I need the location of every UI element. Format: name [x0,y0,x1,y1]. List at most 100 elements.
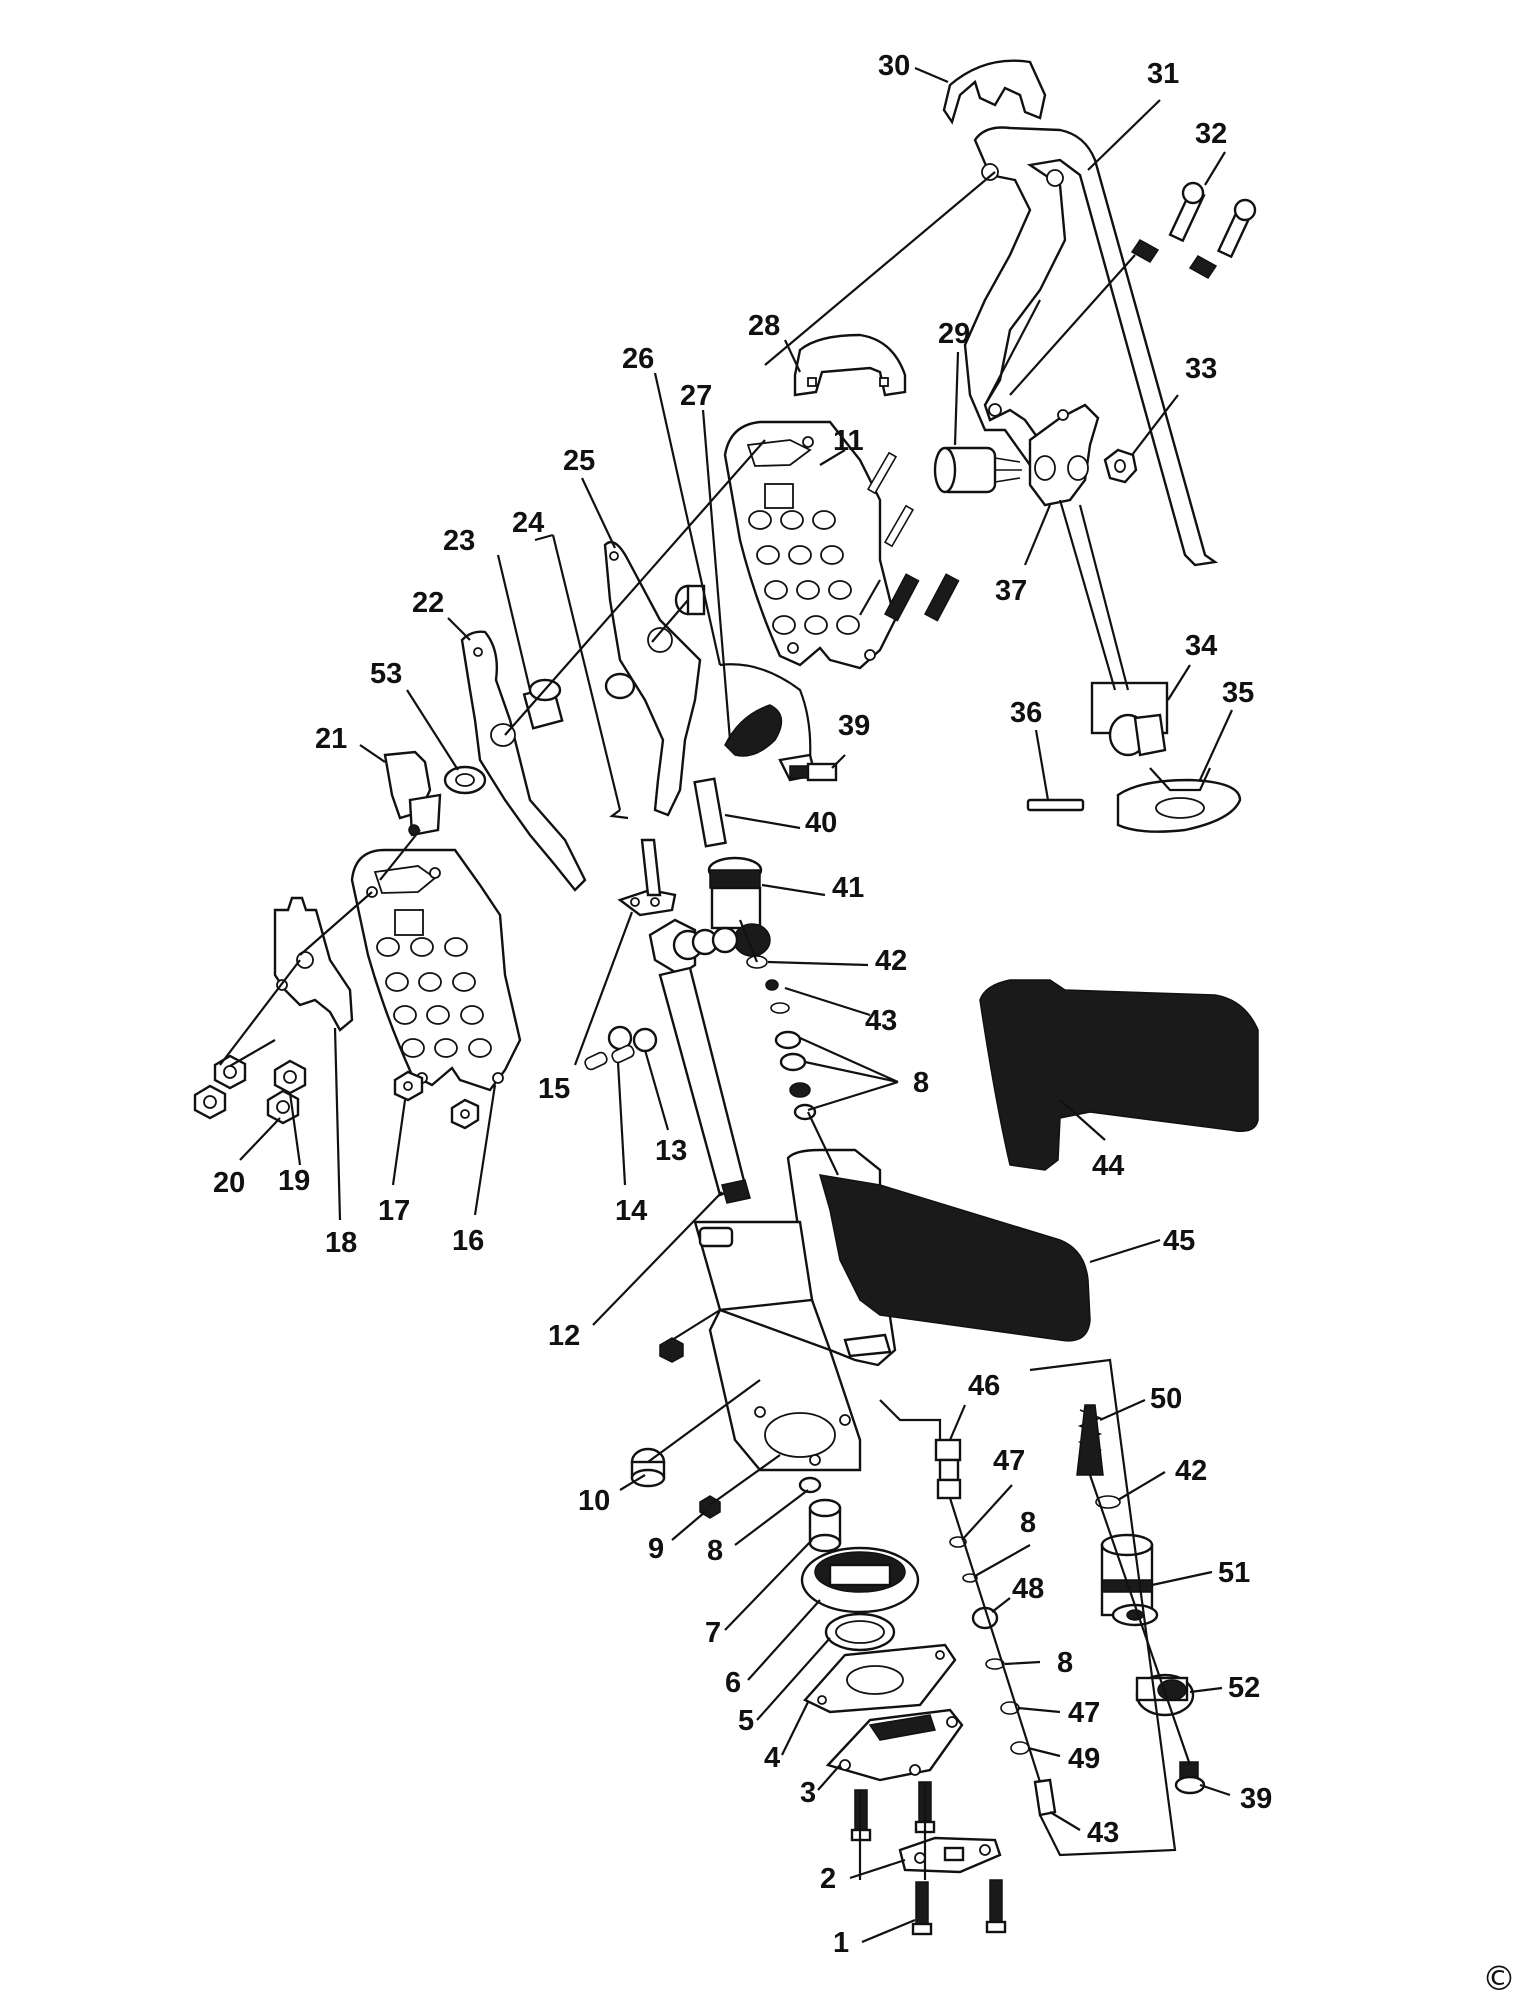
label-7: 7 [705,1617,721,1649]
label-34: 34 [1185,630,1217,662]
label-4: 4 [764,1742,780,1774]
label-36: 36 [1010,697,1042,729]
part-16-perforated-plate [350,848,522,1092]
label-27: 27 [680,380,712,412]
part-8-washer-left [798,1476,822,1494]
part-51-valve-sleeve [1100,1533,1159,1627]
part-39-bolt-bottom [1174,1761,1206,1795]
label-11: 11 [833,425,864,457]
part-46-fitting [934,1438,962,1500]
label-35: 35 [1222,677,1254,709]
label-18: 18 [325,1227,357,1259]
part-15-link [617,838,677,917]
part-31-handle-bar [963,126,1219,567]
label-8-center: 8 [913,1067,929,1099]
label-17: 17 [378,1195,410,1227]
part-screws-11 [866,451,960,622]
part-14-pins [584,1044,635,1071]
part-32-bolts [1130,181,1257,279]
part-44-grip-cover [979,979,1259,1171]
label-52: 52 [1228,1672,1260,1704]
part-33-nut [1103,448,1138,484]
label-15: 15 [538,1073,570,1105]
label-24: 24 [512,507,544,539]
part-22-lever [460,630,587,892]
label-29: 29 [938,318,970,350]
label-8-right-top: 8 [1020,1507,1036,1539]
part-50-spring [1076,1404,1104,1476]
label-46: 46 [968,1370,1000,1402]
label-53: 53 [370,658,402,690]
label-43-bottom: 43 [1087,1817,1119,1849]
part-34-clamp [1090,681,1169,757]
label-19: 19 [278,1165,310,1197]
part-29-pivot-bolt [933,446,1022,494]
part-number-labels: 1 2 3 4 5 6 7 8 8 8 8 9 10 11 12 13 14 1… [213,50,1272,1959]
label-28: 28 [748,310,780,342]
label-8-left: 8 [707,1535,723,1567]
label-45: 45 [1163,1225,1195,1257]
part-42-o-ring-right [1095,1495,1121,1509]
label-49: 49 [1068,1743,1100,1775]
part-23-bushing [522,678,564,730]
part-2-plate [898,1836,1002,1874]
part-screws-3 [850,1781,936,1842]
part-37-bracket [1028,403,1100,507]
part-53-washer [443,765,487,795]
leader-lines [219,66,1234,1944]
label-47-top: 47 [993,1445,1025,1477]
part-17-nuts [393,1070,480,1130]
part-5-o-ring [824,1612,896,1652]
label-3: 3 [800,1777,816,1809]
label-51: 51 [1218,1557,1250,1589]
label-31: 31 [1147,58,1179,90]
part-35-base [1116,767,1242,833]
label-2: 2 [820,1863,836,1895]
part-13-link [607,918,739,1053]
part-30-clip [942,59,1047,125]
label-48: 48 [1012,1573,1044,1605]
part-seal-stack-right [949,1536,1057,1817]
label-26: 26 [622,343,654,375]
label-23: 23 [443,525,475,557]
label-41: 41 [832,872,864,904]
label-44: 44 [1092,1150,1124,1182]
part-28-clip [793,333,907,397]
part-27-hose [719,663,817,782]
label-39-top: 39 [838,710,870,742]
label-12: 12 [548,1320,580,1352]
label-43-center: 43 [865,1005,897,1037]
label-20: 20 [213,1167,245,1199]
label-42-right: 42 [1175,1455,1207,1487]
part-12-cylinder [658,966,751,1204]
part-40-pin [693,777,727,848]
label-16: 16 [452,1225,484,1257]
part-1-screws [911,1879,1007,1936]
part-36-pin [1026,798,1085,812]
part-24-rod [551,534,629,820]
part-4-gasket [803,1643,957,1714]
label-47-bottom: 47 [1068,1697,1100,1729]
label-21: 21 [315,723,347,755]
label-8-right-mid: 8 [1057,1647,1073,1679]
label-42-center: 42 [875,945,907,977]
copyright-mark: © [1482,1959,1516,1999]
label-25: 25 [563,445,595,477]
label-6: 6 [725,1667,741,1699]
label-50: 50 [1150,1383,1182,1415]
label-5: 5 [738,1705,754,1737]
part-7-bushing [808,1498,842,1553]
part-plug [659,1337,684,1363]
part-3-end-cap [825,1708,964,1782]
label-40: 40 [805,807,837,839]
label-39-bottom: 39 [1240,1783,1272,1815]
label-14: 14 [615,1195,647,1227]
label-30: 30 [878,50,910,82]
part-45-housing-grip [693,1148,1091,1472]
part-seal-stack-center [746,955,817,1121]
label-13: 13 [655,1135,687,1167]
label-1: 1 [833,1927,849,1959]
label-22: 22 [412,587,444,619]
label-33: 33 [1185,353,1217,385]
